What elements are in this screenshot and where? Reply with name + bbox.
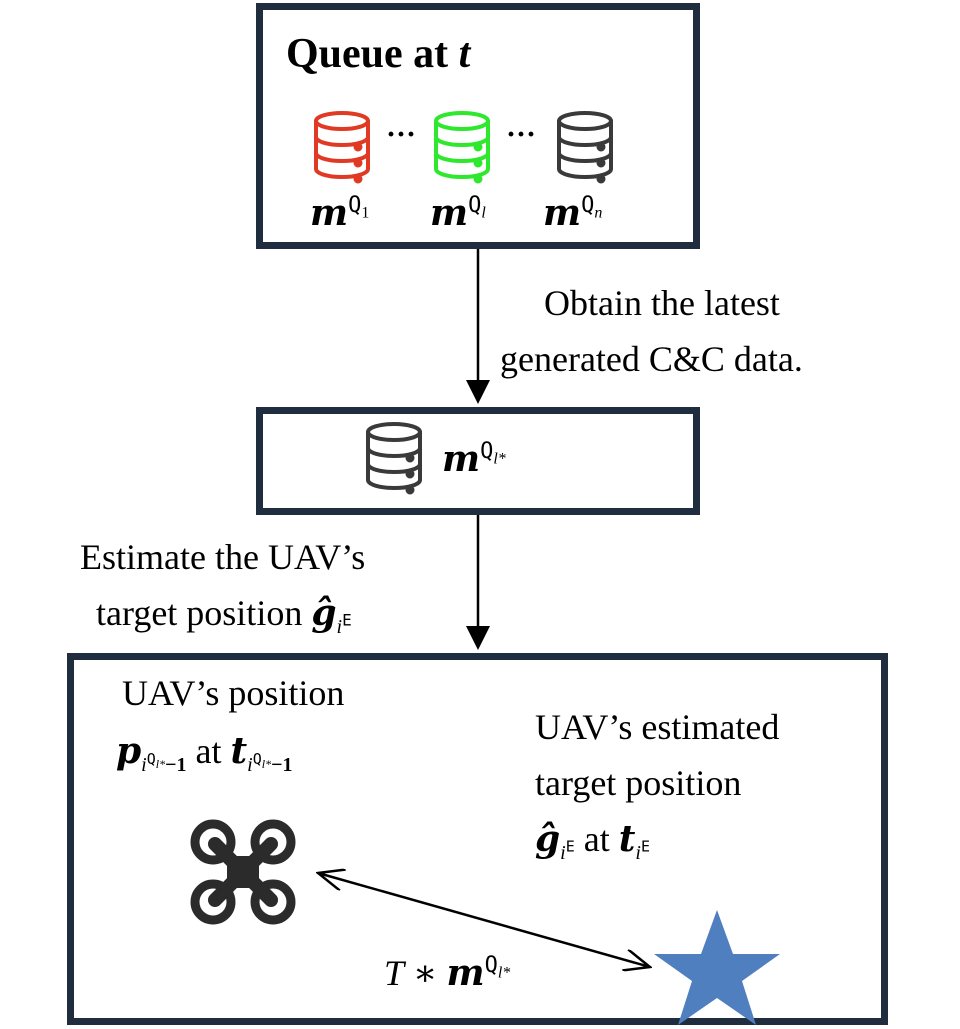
db-label: mQn <box>543 192 603 234</box>
distance-label: T ∗ mQl* <box>384 952 511 994</box>
arrow-label-obtain: generated C&C data. <box>500 339 803 379</box>
arrow-label-estimate: Estimate the UAV’s <box>80 537 366 577</box>
star-icon <box>654 910 780 1025</box>
uav-position-label: UAV’s position <box>122 673 345 713</box>
drone-icon <box>190 819 296 925</box>
selected-data-label: mQl* <box>442 438 506 480</box>
ellipsis: ··· <box>386 118 417 151</box>
database-icon <box>557 111 613 184</box>
database-icon <box>434 111 490 184</box>
double-arrow <box>318 873 650 967</box>
database-icon <box>314 111 370 184</box>
estimated-target-label: target position <box>535 763 742 803</box>
estimated-target-formula: ĝiE at tiE <box>535 818 650 865</box>
database-icon <box>366 422 422 495</box>
db-label: mQl <box>430 192 486 234</box>
estimated-target-label: UAV’s estimated <box>535 707 780 747</box>
db-label: mQ1 <box>310 192 370 234</box>
arrow-label-obtain: Obtain the latest <box>544 283 780 323</box>
queue-title: Queue at t <box>286 31 471 77</box>
arrow-queue-to-selected <box>466 249 490 404</box>
arrow-label-estimate: target position ĝiE <box>96 592 352 639</box>
arrow-selected-to-position <box>466 515 490 650</box>
uav-position-formula: piQl*−1 at tiQl*−1 <box>116 730 293 777</box>
ellipsis: ··· <box>506 118 537 151</box>
selected-data-box <box>256 407 700 515</box>
